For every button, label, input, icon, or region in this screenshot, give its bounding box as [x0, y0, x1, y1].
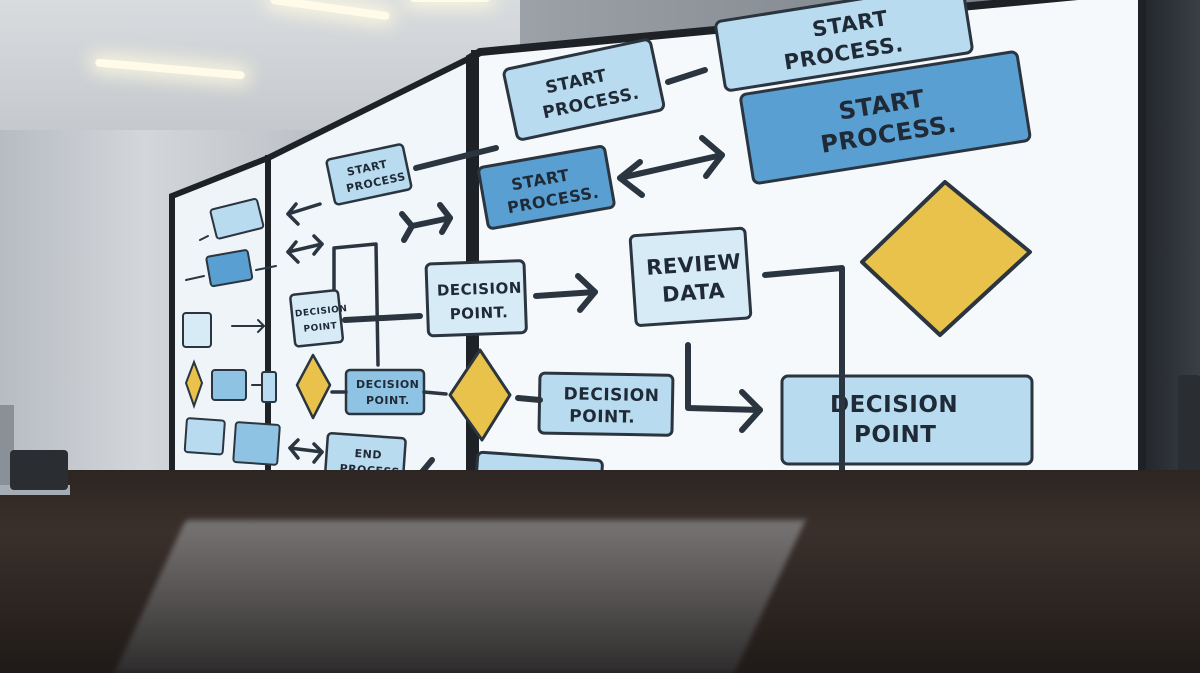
svg-text:DECISION: DECISION: [356, 378, 419, 391]
decision-diamond-large: [860, 180, 1032, 337]
review-data-box: REVIEW DATA: [628, 226, 753, 327]
svg-text:DECISION: DECISION: [437, 279, 523, 300]
connector-lines-mid: [286, 202, 448, 464]
conference-table: [0, 470, 1200, 673]
end-box-tiny-2: [232, 421, 281, 466]
start-process-box-top: START PROCESS.: [714, 0, 974, 92]
start-box-tiny: [209, 198, 265, 240]
chair: [10, 450, 68, 490]
decision-point-box-small: DECISION POINT: [289, 289, 348, 348]
decision-diamond-mid: [448, 348, 512, 442]
ceiling-light: [410, 0, 490, 2]
decision-diamond-small: [295, 353, 332, 420]
decision-point-box-large: DECISION POINT: [780, 374, 1034, 466]
svg-text:DECISION: DECISION: [563, 384, 659, 406]
svg-text:POINT: POINT: [854, 422, 936, 448]
decision-box-tiny: [182, 312, 212, 348]
svg-text:DATA: DATA: [661, 279, 726, 307]
start-process-box-small: START PROCESS: [325, 143, 413, 206]
decision-point-box-mid: DECISION POINT.: [537, 371, 675, 437]
decision-point-box-left: DECISION POINT.: [424, 259, 528, 338]
svg-text:POINT.: POINT.: [449, 303, 508, 323]
end-box-tiny: [183, 417, 226, 456]
svg-text:DECISION: DECISION: [830, 392, 958, 418]
svg-text:POINT: POINT: [303, 321, 338, 335]
start-process-box-main: START PROCESS.: [739, 50, 1032, 185]
svg-text:END: END: [354, 447, 382, 462]
start-process-box-mid: START PROCESS.: [502, 38, 666, 141]
decision-point-box-small-2: DECISION POINT.: [344, 368, 426, 416]
point-box-tiny: [211, 369, 247, 401]
table-reflection: [114, 520, 806, 673]
process-box-tiny: [205, 249, 254, 288]
decision-diamond-tiny: [184, 359, 204, 410]
svg-text:POINT.: POINT.: [569, 407, 635, 428]
svg-text:POINT.: POINT.: [366, 394, 410, 407]
connector-lines-small: [185, 235, 277, 403]
start-process-box-left: START PROCESS.: [477, 145, 616, 230]
